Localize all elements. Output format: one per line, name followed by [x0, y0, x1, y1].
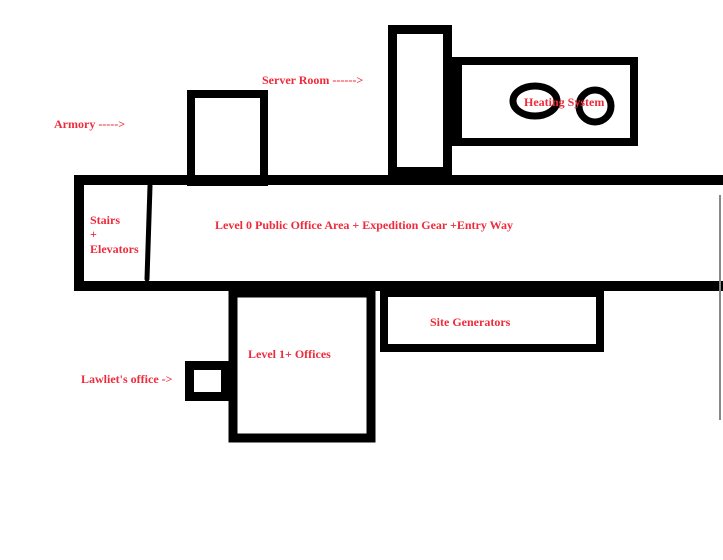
- site-generators-label: Site Generators: [430, 315, 511, 329]
- site-generators-room: [380, 289, 604, 352]
- heating-room-left-wall: [452, 57, 462, 146]
- armory-label: Armory ----->: [54, 117, 126, 131]
- heating-unit-2: [575, 86, 615, 126]
- heating-system-label: Heating System: [524, 95, 605, 109]
- server-room: [388, 25, 452, 176]
- armory-room: [187, 90, 268, 186]
- level0-label: Level 0 Public Office Area + Expedition …: [215, 218, 513, 232]
- level1-offices-label: Level 1+ Offices: [248, 347, 331, 361]
- heating-unit-1: [509, 82, 561, 120]
- server-room-label: Server Room ------>: [262, 73, 364, 87]
- elevators-label: Elevators: [90, 242, 139, 256]
- stairs-label: Stairs: [90, 213, 120, 227]
- lawliet-office-label: Lawliet's office ->: [81, 372, 173, 386]
- main-hall: [74, 175, 723, 291]
- level1-offices-room: [228, 288, 376, 443]
- lawliet-office-room: [185, 361, 230, 401]
- stairs-divider: [144, 183, 153, 282]
- stairs-plus-label: +: [90, 227, 97, 241]
